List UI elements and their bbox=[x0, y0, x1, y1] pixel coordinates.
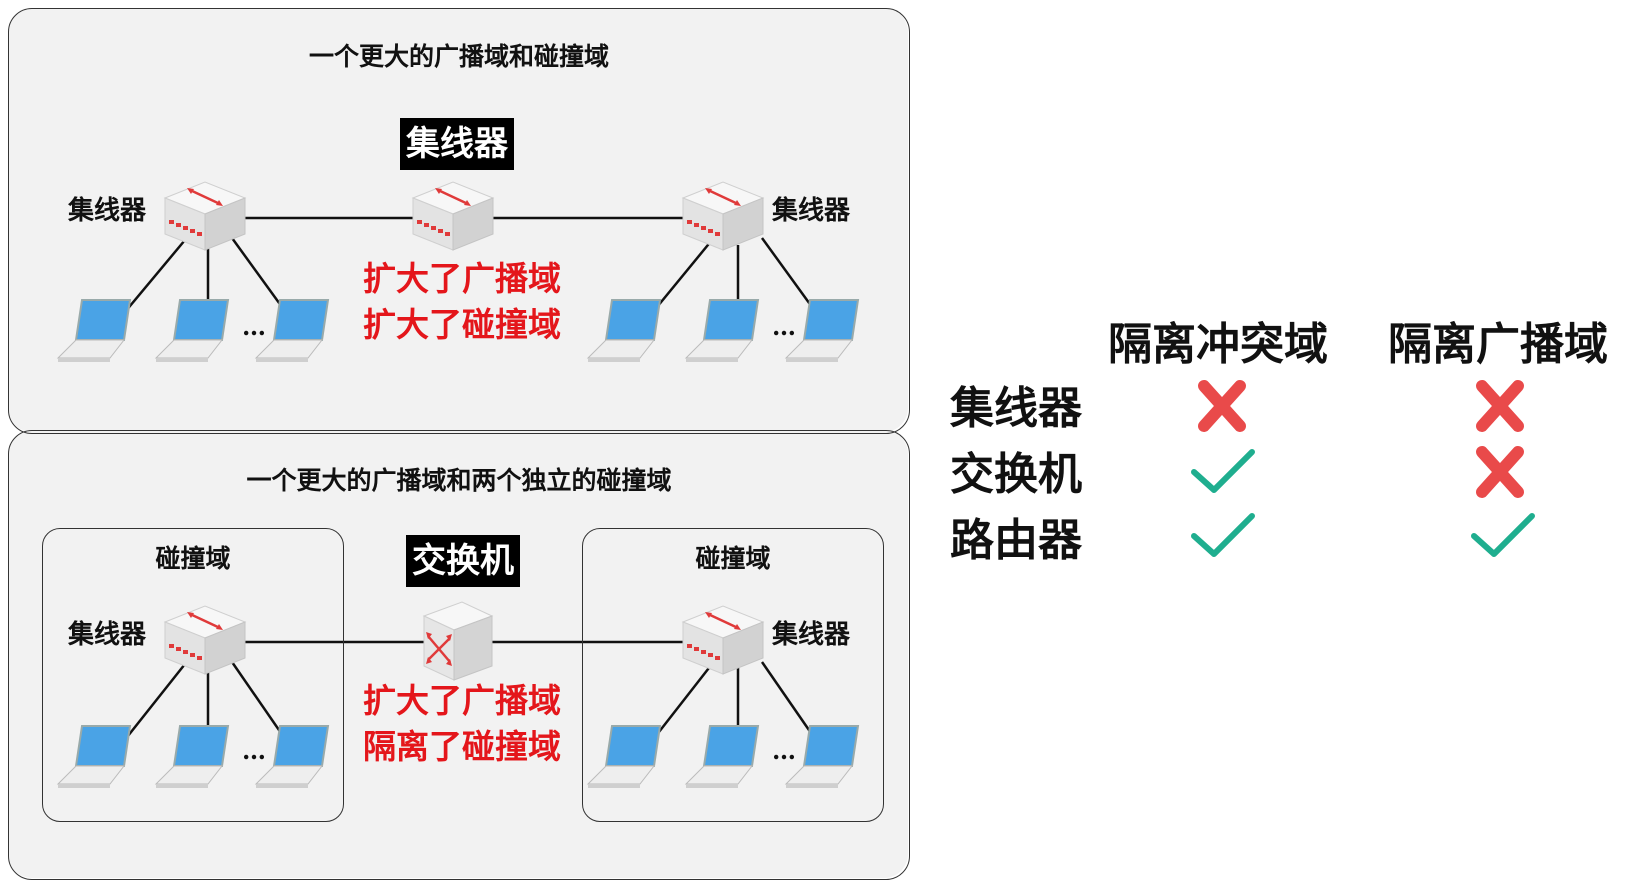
row-label-router: 路由器 bbox=[950, 515, 1082, 566]
laptop-icon bbox=[254, 725, 330, 788]
check-icon bbox=[1471, 513, 1535, 557]
column-header-isolate-collision: 隔离冲突域 bbox=[1108, 319, 1328, 370]
laptop-icon bbox=[684, 725, 760, 788]
hub-icon bbox=[411, 181, 495, 251]
laptop-icon bbox=[56, 299, 132, 362]
panel-title: 一个更大的广播域和两个独立的碰撞域 bbox=[246, 466, 672, 495]
hub-icon bbox=[163, 605, 247, 675]
collision-domain-title: 碰撞域 bbox=[695, 544, 771, 573]
effect-line: 扩大了广播域 bbox=[363, 259, 561, 298]
center-device-label: 交换机 bbox=[406, 535, 520, 587]
laptop-icon bbox=[56, 725, 132, 788]
hub-icon bbox=[681, 181, 765, 251]
panel-title: 一个更大的广播域和碰撞域 bbox=[308, 42, 609, 71]
hub-scenario-panel: 一个更大的广播域和碰撞域 bbox=[8, 8, 910, 434]
check-icon bbox=[1191, 513, 1255, 557]
column-header-isolate-broadcast: 隔离广播域 bbox=[1388, 319, 1608, 370]
effect-text: 扩大了广播域 扩大了碰撞域 bbox=[342, 256, 582, 348]
ellipsis: … bbox=[772, 312, 796, 341]
check-icon bbox=[1191, 449, 1255, 493]
center-device-label: 集线器 bbox=[400, 118, 514, 170]
cross-icon bbox=[1476, 446, 1524, 498]
ellipsis: … bbox=[772, 736, 796, 765]
collision-domain-box-left: 碰撞域 bbox=[42, 528, 344, 822]
row-label-hub: 集线器 bbox=[950, 383, 1082, 434]
hub-label: 集线器 bbox=[68, 196, 147, 226]
effect-line: 扩大了广播域 bbox=[363, 681, 561, 720]
switch-icon bbox=[422, 601, 494, 681]
ellipsis: … bbox=[242, 312, 266, 341]
hub-label: 集线器 bbox=[772, 620, 851, 650]
collision-domain-title: 碰撞域 bbox=[155, 544, 231, 573]
hub-label: 集线器 bbox=[772, 196, 851, 226]
laptop-icon bbox=[784, 299, 860, 362]
laptop-icon bbox=[154, 299, 230, 362]
laptop-icon bbox=[784, 725, 860, 788]
effect-line: 扩大了碰撞域 bbox=[363, 305, 561, 344]
effect-line: 隔离了碰撞域 bbox=[363, 727, 561, 766]
laptop-icon bbox=[684, 299, 760, 362]
laptop-icon bbox=[154, 725, 230, 788]
hub-label: 集线器 bbox=[68, 620, 147, 650]
laptop-icon bbox=[586, 725, 662, 788]
laptop-icon bbox=[586, 299, 662, 362]
ellipsis: … bbox=[242, 736, 266, 765]
row-label-switch: 交换机 bbox=[950, 449, 1082, 500]
hub-icon bbox=[163, 181, 247, 251]
laptop-icon bbox=[254, 299, 330, 362]
switch-scenario-panel: 一个更大的广播域和两个独立的碰撞域 bbox=[8, 430, 910, 880]
hub-icon bbox=[681, 605, 765, 675]
effect-text: 扩大了广播域 隔离了碰撞域 bbox=[342, 678, 582, 770]
cross-icon bbox=[1476, 380, 1524, 432]
collision-domain-box-right: 碰撞域 bbox=[582, 528, 884, 822]
cross-icon bbox=[1198, 380, 1246, 432]
